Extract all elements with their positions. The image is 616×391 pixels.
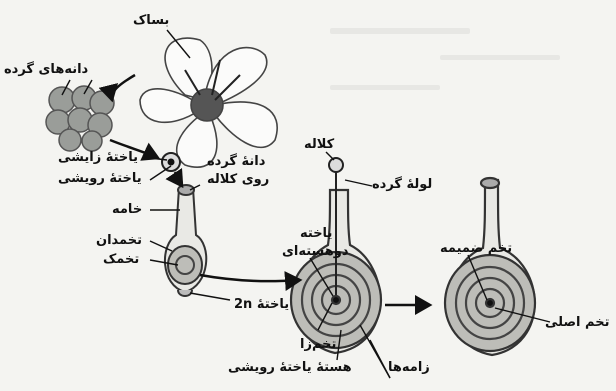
label-ovule: تخمک (103, 252, 139, 267)
pollen-cluster (46, 86, 114, 151)
scan-artifact (330, 85, 440, 90)
label-binucleate-2: دوهسته‌ای (282, 244, 349, 259)
label-stigma: کلاله (304, 137, 334, 152)
label-ovary: تخمدان (96, 233, 142, 248)
pollen-grain (162, 153, 180, 171)
label-vegetative-nucleus: هستهٔ یاختهٔ رویشی (228, 360, 352, 375)
label-endosperm-zygote: تخم ضمیمه (440, 241, 512, 256)
label-pollen-tube: لولهٔ گرده (372, 177, 432, 192)
label-zygote: تخم اصلی (545, 315, 609, 330)
label-vegetative-cell: یاختهٔ رویشی (58, 171, 142, 186)
flower (140, 38, 277, 167)
label-pollen-on-stigma-1: دانهٔ گرده (207, 154, 265, 169)
label-binucleate-1: یاخته (300, 226, 332, 241)
scan-artifact (330, 28, 470, 34)
label-sperms: زامه‌ها (388, 360, 430, 375)
label-pollen-on-stigma-2: روی کلاله (207, 172, 269, 187)
label-pollen-grains: دانه‌های گرده (4, 62, 88, 77)
label-egg-cell: تخم‌زا (300, 337, 336, 352)
pistil-1 (165, 185, 206, 296)
label-style: خامه (112, 202, 142, 217)
label-generative-cell: یاختهٔ زایشی (58, 150, 138, 165)
label-anther: بساک (133, 13, 169, 28)
ovary-3 (445, 178, 535, 355)
scan-artifact (440, 55, 560, 60)
label-cell-2n: یاختهٔ 2n (234, 297, 289, 312)
